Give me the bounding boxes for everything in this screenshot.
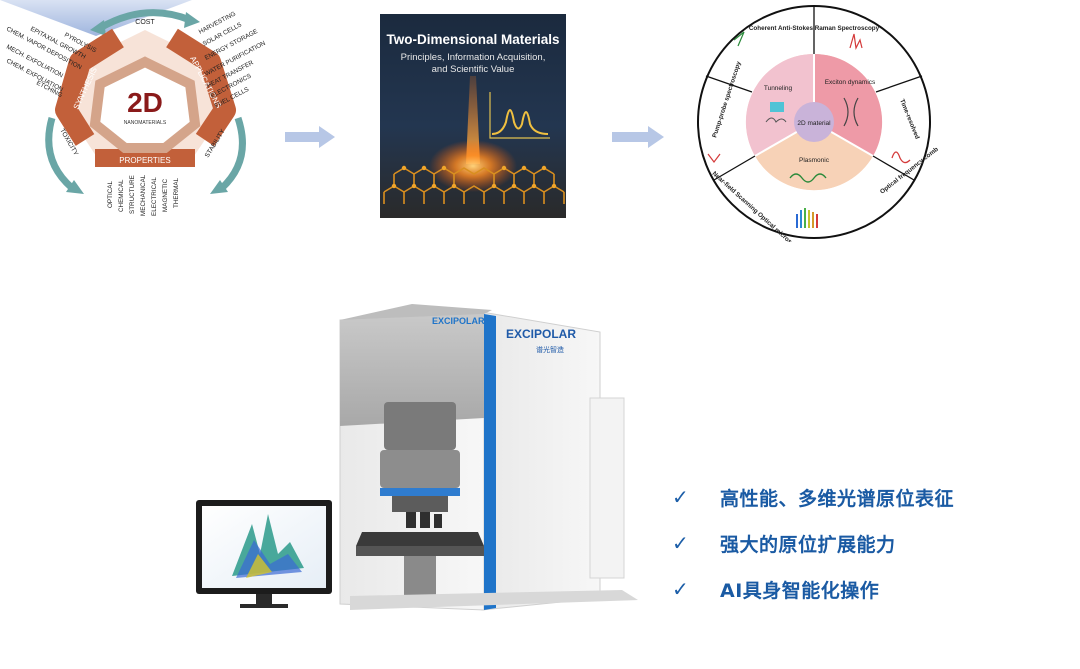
stage-pillar <box>404 556 436 596</box>
property-item: MECHANICAL <box>140 174 147 216</box>
side-brand-label: EXCIPOLAR <box>506 327 576 341</box>
book-subtitle-line1: Principles, Information Acquisition, <box>400 52 546 63</box>
monitor-stand <box>256 594 272 606</box>
cars-beam-icon <box>733 31 745 47</box>
instrument-base <box>350 590 638 610</box>
lattice-atoms <box>391 165 557 189</box>
center-disc <box>794 102 834 142</box>
excipolar-instrument: EXCIPOLAR EXCIPOLAR 谱光智造 <box>192 292 662 622</box>
properties-list: OPTICAL CHEMICAL STRUCTURE MECHANICAL EL… <box>107 174 180 216</box>
check-icon: ✓ <box>672 531 689 555</box>
synthesis-methods: PYROLYSIS EPITAXIAL GROWTH CHEM. VAPOR D… <box>5 26 97 100</box>
tunneling-icon <box>770 102 784 112</box>
property-item: STRUCTURE <box>129 175 136 214</box>
time-resolved-icon <box>891 151 911 164</box>
exciton-icon <box>843 97 849 127</box>
cost-label: COST <box>135 19 155 26</box>
instrument-top-grey <box>340 314 484 426</box>
objective-lens <box>406 512 416 528</box>
property-item: CHEMICAL <box>118 179 125 212</box>
objective-blue-ring <box>380 488 460 496</box>
center-nano-label: NANOMATERIALS <box>124 120 167 126</box>
instrument-side-panel <box>481 311 601 611</box>
blue-stripe <box>484 314 496 610</box>
top-brand-label: EXCIPOLAR <box>432 316 485 326</box>
down-arrow-icon <box>0 0 192 36</box>
nsom-icon <box>707 153 721 163</box>
side-brand-cn: 谱光智造 <box>536 345 564 354</box>
feature-text: 强大的原位扩展能力 <box>720 533 896 556</box>
comb-icon <box>796 208 818 228</box>
book-title: Two-Dimensional Materials <box>386 32 560 47</box>
laser-glow <box>429 140 517 192</box>
center-2d-label: 2D <box>127 87 163 118</box>
plasmonic-icon <box>789 173 827 183</box>
spectrum-inset <box>489 92 550 139</box>
plasmonic-label: Plasmonic <box>799 157 830 164</box>
feature-item: ✓ AI具身智能化操作 <box>672 566 954 612</box>
property-item: MAGNETIC <box>162 178 169 212</box>
book-subtitle-line2: and Scientific Value <box>431 64 515 75</box>
property-item: OPTICAL <box>107 181 114 208</box>
feature-item: ✓ 强大的原位扩展能力 <box>672 520 954 566</box>
sample-stage <box>356 532 484 546</box>
right-arrow-icon <box>612 126 664 148</box>
property-item: ELECTRICAL <box>151 177 158 216</box>
center-label: 2D material <box>797 120 831 127</box>
nanomaterials-diagram: 2D NANOMATERIALS COST PROPERTIES SYNTHES… <box>0 0 285 225</box>
instrument-right-block <box>589 397 625 579</box>
properties-band-label: PROPERTIES <box>119 156 170 165</box>
exciton-label: Exciton dynamics <box>825 79 876 86</box>
teal-arrow-top <box>98 9 192 32</box>
book-cover: Two-Dimensional Materials Principles, In… <box>380 14 566 218</box>
check-icon: ✓ <box>672 485 689 509</box>
property-item: THERMAL <box>173 177 180 208</box>
feature-text: 高性能、多维光谱原位表征 <box>720 487 955 510</box>
right-arrow-icon <box>285 126 335 148</box>
check-icon: ✓ <box>672 577 689 601</box>
book-cover-art <box>383 76 565 204</box>
cars-label: Coherent Anti-Stokes Raman Spectroscopy <box>749 25 880 32</box>
objective-housing <box>384 402 456 450</box>
feature-text: AI具身智能化操作 <box>720 579 880 602</box>
graphene-lattice <box>383 167 565 204</box>
cars-spectrum-icon <box>849 33 863 50</box>
mini-spectra-icons <box>707 31 911 228</box>
tunneling-label: Tunneling <box>764 85 793 92</box>
monitor <box>196 500 332 608</box>
feature-list: ✓ 高性能、多维光谱原位表征 ✓ 强大的原位扩展能力 ✓ AI具身智能化操作 <box>672 474 954 612</box>
feature-item: ✓ 高性能、多维光谱原位表征 <box>672 474 954 520</box>
spectroscopy-circle-diagram: 2D material Tunneling Exciton dynamics P… <box>686 2 941 256</box>
